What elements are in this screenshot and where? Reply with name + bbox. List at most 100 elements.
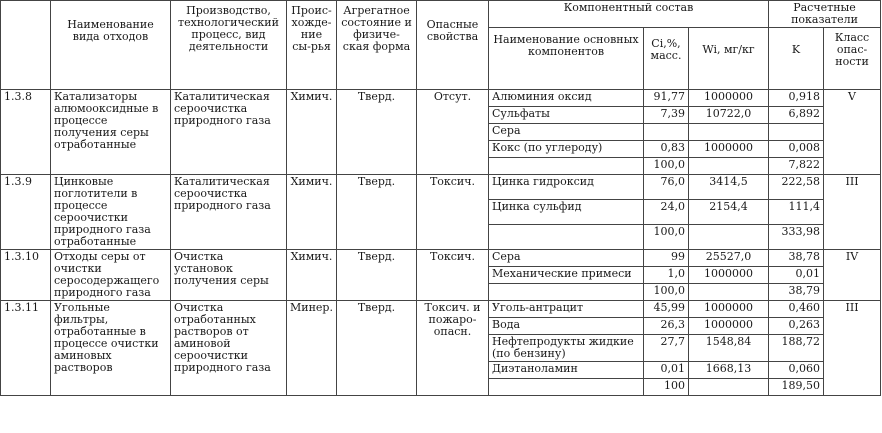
header-ci: Ci,%, масс. <box>643 27 689 90</box>
component-wi: 3414,5 <box>687 174 770 200</box>
component-ci: 0,01 <box>643 361 689 379</box>
component-wi <box>687 157 770 175</box>
component-ci: 26,3 <box>643 317 689 335</box>
waste-process: Каталитическая сероочистка природного га… <box>170 174 287 250</box>
waste-state: Тверд. <box>336 300 417 396</box>
waste-hazard: Токсич. <box>416 249 489 301</box>
component-k: 111,4 <box>768 199 825 225</box>
header-code <box>0 0 51 90</box>
component-k: 333,98 <box>768 224 825 250</box>
component-k: 38,79 <box>768 283 825 301</box>
component-wi <box>687 123 770 141</box>
component-wi: 1000000 <box>687 266 770 284</box>
waste-state: Тверд. <box>336 89 417 175</box>
component-name: Уголь-антрацит <box>488 300 644 318</box>
waste-class: V <box>823 89 882 175</box>
component-k: 0,263 <box>768 317 825 335</box>
component-name <box>488 157 644 175</box>
component-ci: 100,0 <box>643 283 689 301</box>
waste-code: 1.3.10 <box>0 249 51 301</box>
component-name <box>488 378 644 396</box>
component-wi: 2154,4 <box>687 199 770 225</box>
header-process: Производство, технологический процесс, в… <box>170 0 287 90</box>
waste-state: Тверд. <box>336 249 417 301</box>
waste-origin: Химич. <box>286 249 337 301</box>
header-class: Класс опас-ности <box>823 27 882 90</box>
component-ci: 7,39 <box>643 106 689 124</box>
component-wi: 1000000 <box>687 317 770 335</box>
waste-process: Каталитическая сероочистка природного га… <box>170 89 287 175</box>
waste-process: Очистка отработанных растворов от аминов… <box>170 300 287 396</box>
component-name: Диэтаноламин <box>488 361 644 379</box>
waste-name: Угольные фильтры, отработанные в процесс… <box>50 300 171 396</box>
component-wi: 1548,84 <box>687 334 770 362</box>
component-ci: 45,99 <box>643 300 689 318</box>
waste-origin: Химич. <box>286 174 337 250</box>
waste-hazard: Токсич. <box>416 174 489 250</box>
component-wi: 1000000 <box>687 140 770 158</box>
waste-name: Цинковые поглотители в процессе сероочис… <box>50 174 171 250</box>
component-k: 38,78 <box>768 249 825 267</box>
header-component-name: Наименование основных компонентов <box>488 27 644 90</box>
waste-class: IV <box>823 249 882 301</box>
waste-classification-table: Наименование вида отходов Производство, … <box>0 0 882 396</box>
waste-code: 1.3.9 <box>0 174 51 250</box>
component-wi: 1000000 <box>687 300 770 318</box>
waste-code: 1.3.11 <box>0 300 51 396</box>
component-wi <box>687 378 770 396</box>
component-name: Цинка сульфид <box>488 199 644 225</box>
component-ci: 1,0 <box>643 266 689 284</box>
table-row: 100,0 38,79 <box>1 283 881 301</box>
component-name: Алюминия оксид <box>488 89 644 107</box>
component-k: 0,060 <box>768 361 825 379</box>
waste-name: Катализаторы алюмооксидные в процессе по… <box>50 89 171 175</box>
waste-hazard: Токсич. и пожаро-опасн. <box>416 300 489 396</box>
waste-origin: Химич. <box>286 89 337 175</box>
component-ci: 0,83 <box>643 140 689 158</box>
waste-class: III <box>823 174 882 250</box>
component-ci: 24,0 <box>643 199 689 225</box>
component-k: 0,01 <box>768 266 825 284</box>
header-origin: Проис-хожде-ние сы-рья <box>286 0 337 90</box>
component-k <box>768 123 825 141</box>
component-wi: 25527,0 <box>687 249 770 267</box>
component-k: 0,008 <box>768 140 825 158</box>
component-name: Вода <box>488 317 644 335</box>
header-wi: Wi, мг/кг <box>687 27 770 90</box>
component-k: 189,50 <box>768 378 825 396</box>
component-wi: 1668,13 <box>687 361 770 379</box>
component-wi: 1000000 <box>687 89 770 107</box>
header-name: Наименование вида отходов <box>50 0 171 90</box>
component-name <box>488 224 644 250</box>
waste-class: III <box>823 300 882 396</box>
component-name: Цинка гидроксид <box>488 174 644 200</box>
header-hazard: Опасные свойства <box>416 0 489 90</box>
component-wi <box>687 283 770 301</box>
component-name: Кокс (по углероду) <box>488 140 644 158</box>
component-ci: 76,0 <box>643 174 689 200</box>
header-k: K <box>768 27 825 90</box>
component-name: Сера <box>488 249 644 267</box>
component-ci: 99 <box>643 249 689 267</box>
component-k: 222,58 <box>768 174 825 200</box>
component-wi: 10722,0 <box>687 106 770 124</box>
table-row: 100,0 7,822 <box>1 157 881 175</box>
component-ci: 27,7 <box>643 334 689 362</box>
component-k: 188,72 <box>768 334 825 362</box>
waste-state: Тверд. <box>336 174 417 250</box>
waste-process: Очистка установок получения серы <box>170 249 287 301</box>
header-state: Агрегатное состояние и физиче-ская форма <box>336 0 417 90</box>
component-ci: 100,0 <box>643 157 689 175</box>
waste-name: Отходы серы от очистки серосодержащего п… <box>50 249 171 301</box>
header-calc: Расчетные показатели <box>768 0 882 28</box>
component-k: 7,822 <box>768 157 825 175</box>
component-name: Сера <box>488 123 644 141</box>
